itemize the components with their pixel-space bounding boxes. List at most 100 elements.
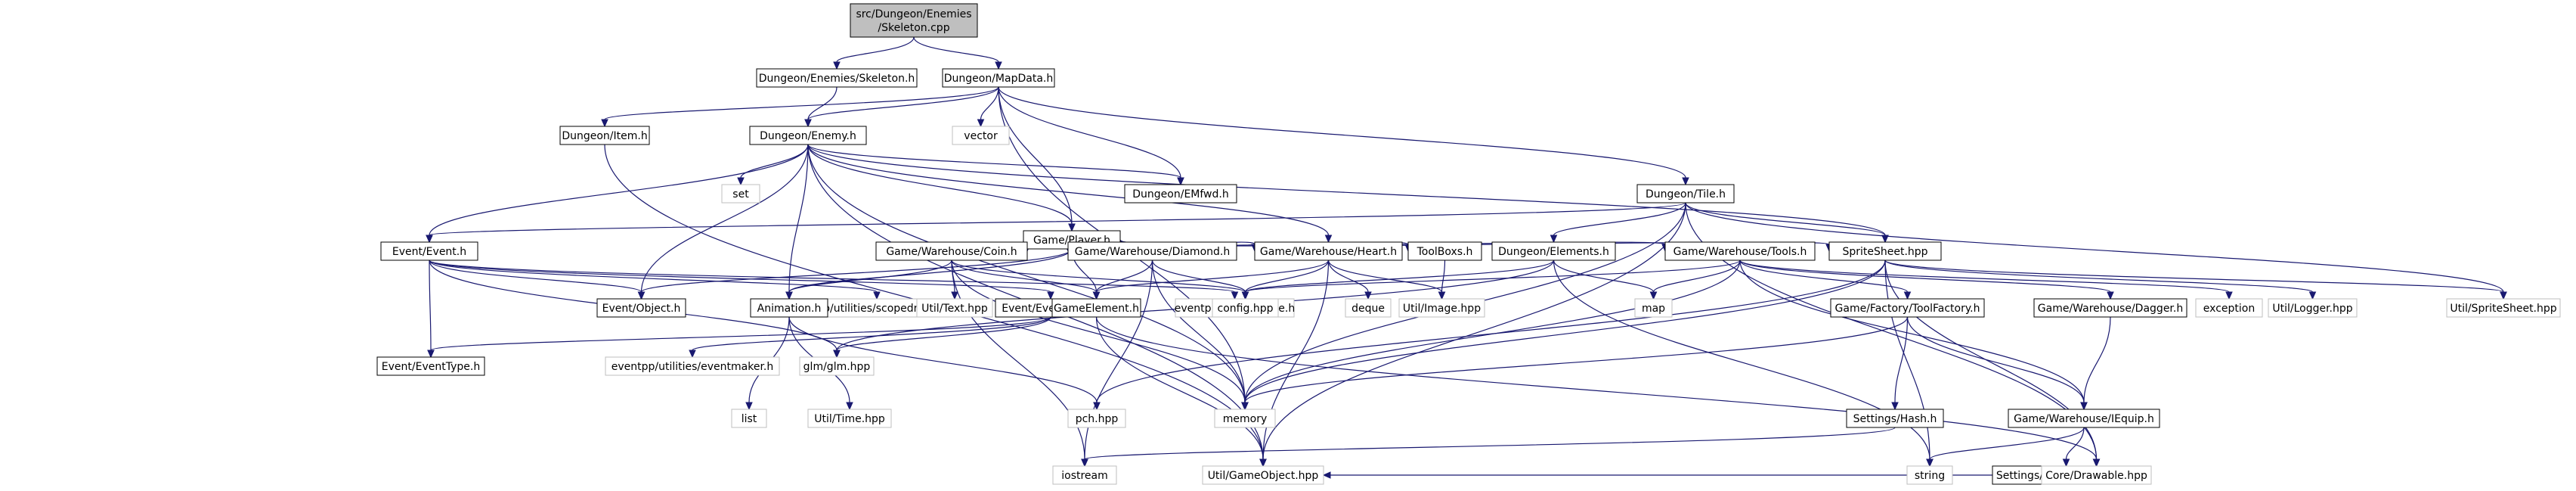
node-string: string [1906, 465, 1953, 485]
edges-layer [426, 36, 2507, 479]
edge-diamond_h-to-config_hpp [1151, 259, 1246, 293]
node-box [1846, 409, 1944, 428]
node-diamond-h[interactable]: Game/Warehouse/Diamond.h [1067, 241, 1237, 261]
arrowhead [1241, 291, 1249, 300]
node-label: Util/Text.hpp [921, 303, 988, 315]
node-toolboxs-h[interactable]: ToolBoxs.h [1407, 241, 1482, 261]
node-util-gameobject: Util/GameObject.hpp [1202, 465, 1324, 485]
node-box [376, 356, 485, 376]
node-eventtype-h[interactable]: Event/EventType.h [376, 356, 485, 376]
arrowhead [951, 291, 958, 300]
node-spritesheet-hpp[interactable]: SpriteSheet.hpp [1828, 241, 1942, 261]
node-box [799, 356, 875, 376]
arrowhead [1047, 291, 1054, 300]
node-dagger-h[interactable]: Game/Warehouse/Dagger.h [2033, 298, 2187, 318]
node-box [1906, 465, 1953, 485]
node-box [749, 126, 867, 145]
node-skeleton-h[interactable]: Dungeon/Enemies/Skeleton.h [756, 68, 918, 88]
edge-gameelement_h-to-core_drawable [1095, 316, 2098, 460]
edge-coin_h-to-iostream [951, 259, 1085, 460]
edge-eventargs_h-to-glm_hpp [836, 316, 1051, 351]
node-util-spritesheet: Util/SpriteSheet.hpp [2446, 298, 2561, 318]
node-box [1202, 465, 1324, 485]
node-label: src/Dungeon/Enemies [856, 8, 971, 20]
node-iequip-h[interactable]: Game/Warehouse/IEquip.h [2008, 409, 2160, 428]
node-box [850, 3, 978, 38]
node-item-h[interactable]: Dungeon/Item.h [559, 126, 650, 145]
node-event-h[interactable]: Event/Event.h [380, 241, 478, 261]
node-tile-h[interactable]: Dungeon/Tile.h [1636, 184, 1735, 204]
arrowhead [1081, 458, 1088, 468]
node-label: Util/Logger.hpp [2272, 303, 2352, 315]
node-config-hpp: config.hpp [1212, 298, 1279, 318]
node-list: list [731, 409, 767, 428]
edge-enemy_h-to-animation_h [788, 144, 809, 293]
arrowhead [873, 291, 881, 300]
node-heart-h[interactable]: Game/Warehouse/Heart.h [1254, 241, 1403, 261]
edge-spritesheet_hpp-to-string [1884, 259, 1930, 460]
edge-spritesheet_hpp-to-core_drawable [1884, 259, 2098, 460]
arrowhead [1682, 177, 1689, 186]
node-label: glm/glm.hpp [803, 361, 871, 373]
node-box [1664, 241, 1816, 261]
node-box [596, 298, 686, 318]
node-coin-h[interactable]: Game/Warehouse/Coin.h [875, 241, 1028, 261]
edge-event_h-to-scopedremover [429, 259, 878, 293]
edge-tools_h-to-dagger_h [1739, 259, 2111, 293]
edge-enemy_h-to-spritesheet_hpp [807, 144, 1886, 236]
edge-coin_h-to-animation_h [788, 259, 952, 293]
node-box [1345, 298, 1392, 318]
node-label: ToolBoxs.h [1416, 246, 1473, 258]
arrowhead [833, 61, 841, 70]
node-emfwd-h[interactable]: Dungeon/EMfwd.h [1124, 184, 1237, 204]
arrowhead [785, 291, 793, 300]
node-label: Event/Event.h [392, 246, 466, 258]
node-label: Game/Warehouse/IEquip.h [2014, 413, 2154, 425]
node-label: Dungeon/Enemy.h [760, 130, 856, 142]
node-label: exception [2203, 303, 2255, 315]
node-box [1067, 241, 1237, 261]
node-box [1051, 298, 1141, 318]
arrowhead [1903, 291, 1912, 300]
node-elements-h[interactable]: Dungeon/Elements.h [1491, 241, 1616, 261]
node-label: memory [1223, 413, 1268, 425]
node-label: config.hpp [1218, 303, 1274, 315]
edge-toolfactory_h-to-iequip_h [1906, 316, 2085, 403]
arrowhead [601, 119, 608, 128]
node-label: Dungeon/Enemies/Skeleton.h [759, 73, 915, 85]
edge-enemy_h-to-heart_h [807, 144, 1330, 236]
node-util-image: Util/Image.hpp [1398, 298, 1485, 318]
node-box [1398, 298, 1485, 318]
node-pch-hpp: pch.hpp [1067, 409, 1126, 428]
node-map: map [1634, 298, 1673, 318]
node-object-h[interactable]: Event/Object.h [596, 298, 686, 318]
edge-heart_h-to-util_image [1327, 259, 1443, 293]
node-animation-h[interactable]: Animation.h [750, 298, 828, 318]
node-label: Dungeon/MapData.h [944, 73, 1053, 85]
node-skeleton-cpp[interactable]: src/Dungeon/Enemies/Skeleton.cpp [850, 3, 978, 38]
edge-enemy_h-to-player_h [807, 144, 1073, 225]
nodes-layer: src/Dungeon/Enemies/Skeleton.cppDungeon/… [376, 3, 2561, 485]
edge-tile_h-to-util_spritesheet [1685, 202, 2504, 293]
node-box [1214, 409, 1276, 428]
arrowhead [804, 119, 812, 128]
node-label: Settings/Hash.h [1853, 413, 1937, 425]
node-tools-h[interactable]: Game/Warehouse/Tools.h [1664, 241, 1816, 261]
node-label: vector [964, 130, 998, 142]
edge-tile_h-to-util_gameobject [1262, 202, 1686, 460]
node-mapdata-h[interactable]: Dungeon/MapData.h [942, 68, 1055, 88]
node-enemy-h[interactable]: Dungeon/Enemy.h [749, 126, 867, 145]
edge-tools_h-to-iequip_h [1739, 259, 2085, 403]
node-toolfactory-h[interactable]: Game/Factory/ToolFactory.h [1830, 298, 1985, 318]
node-box [1491, 241, 1616, 261]
node-label: Dungeon/Elements.h [1498, 246, 1609, 258]
node-hash-h[interactable]: Settings/Hash.h [1846, 409, 1944, 428]
edge-coin_h-to-memory [951, 259, 1246, 403]
edge-tools_h-to-exception [1739, 259, 2230, 293]
edge-mapdata_h-to-item_h [604, 86, 999, 120]
edge-eventargs_h-to-eventmaker [692, 316, 1051, 351]
arrowhead [1177, 177, 1184, 186]
node-gameelement-h[interactable]: GameElement.h [1051, 298, 1141, 318]
edge-hash_h-to-iostream [1084, 427, 1896, 460]
node-box [1052, 465, 1117, 485]
